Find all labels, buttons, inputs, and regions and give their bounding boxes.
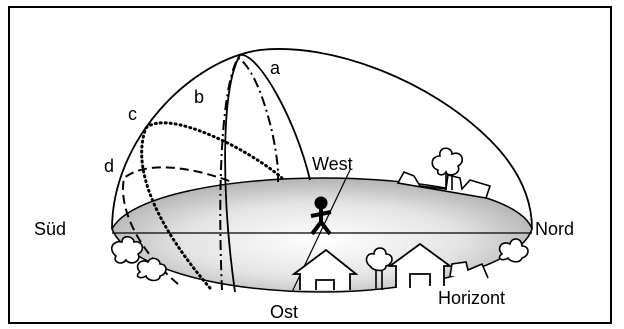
- bush-right-icon: [498, 238, 529, 263]
- sun-path-b: [219, 56, 280, 291]
- label-south: Süd: [34, 219, 66, 239]
- buildings-back-icon: [396, 170, 492, 199]
- bush-left-icon: [110, 235, 167, 282]
- label-path-a: a: [270, 58, 281, 78]
- house-2-icon: [387, 242, 453, 288]
- building-right-icon: [449, 261, 489, 279]
- tree-back-icon: [431, 147, 464, 190]
- house-1-icon: [291, 248, 359, 290]
- label-path-c: c: [128, 104, 137, 124]
- label-north: Nord: [535, 219, 574, 239]
- sun-path-d: [122, 166, 233, 285]
- tree-front-icon: [365, 247, 393, 290]
- label-west: West: [312, 154, 353, 174]
- sun-path-c: [140, 121, 284, 290]
- label-path-d: d: [104, 156, 114, 176]
- sky-dome: [111, 48, 533, 230]
- label-path-b: b: [194, 87, 204, 107]
- observer-icon: [310, 196, 332, 236]
- label-east: Ost: [270, 302, 298, 322]
- label-horizon: Horizont: [438, 288, 505, 308]
